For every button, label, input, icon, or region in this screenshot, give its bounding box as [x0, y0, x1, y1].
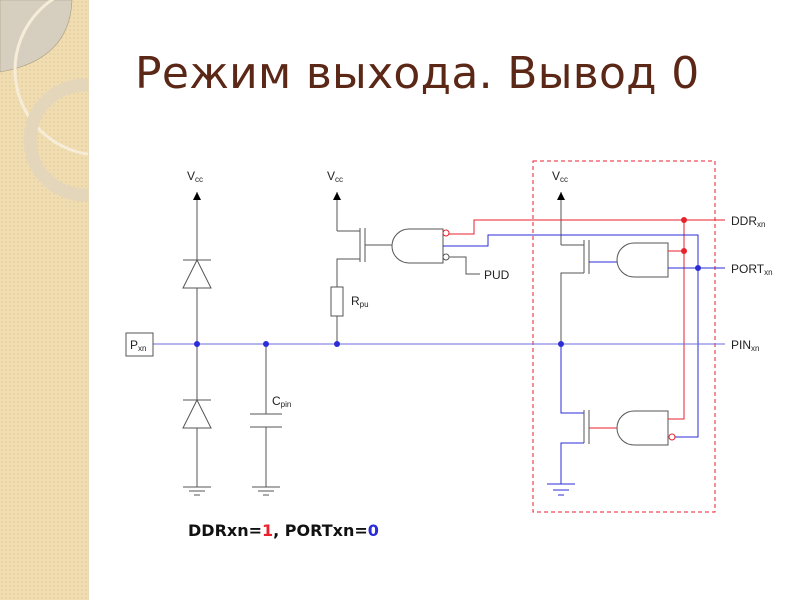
rpu-label: Rpu	[351, 294, 369, 309]
port-caption-label: PORTxn=	[284, 521, 368, 540]
pinx-label: PINxn	[731, 338, 759, 353]
pull-up-transistor	[330, 192, 480, 344]
vcc-label-2: Vcc	[327, 169, 343, 184]
pud-label: PUD	[484, 268, 510, 282]
protection-diodes	[182, 192, 212, 496]
ddr-caption-label: DDRxn=	[188, 521, 262, 540]
ddr-caption-value: 1	[262, 521, 274, 540]
vcc-label-3: Vcc	[552, 169, 568, 184]
caption-separator: ,	[273, 521, 285, 540]
junction-dots	[194, 265, 701, 347]
register-state-caption: DDRxn=1, PORTxn=0	[188, 521, 379, 540]
port-caption-value: 0	[367, 521, 379, 540]
ddr-label: DDRxn	[731, 214, 765, 229]
cpin-label: Cpin	[272, 394, 291, 409]
port-label: PORTxn	[731, 262, 773, 277]
pin-pad	[125, 332, 154, 357]
output-driver	[547, 192, 676, 496]
pin-pad-label: Pxn	[130, 338, 146, 353]
slide-title: Режим выхода. Вывод 0	[135, 48, 700, 99]
pin-capacitor	[250, 344, 282, 496]
vcc-label-1: Vcc	[187, 169, 203, 184]
port-logic-box	[532, 160, 716, 513]
